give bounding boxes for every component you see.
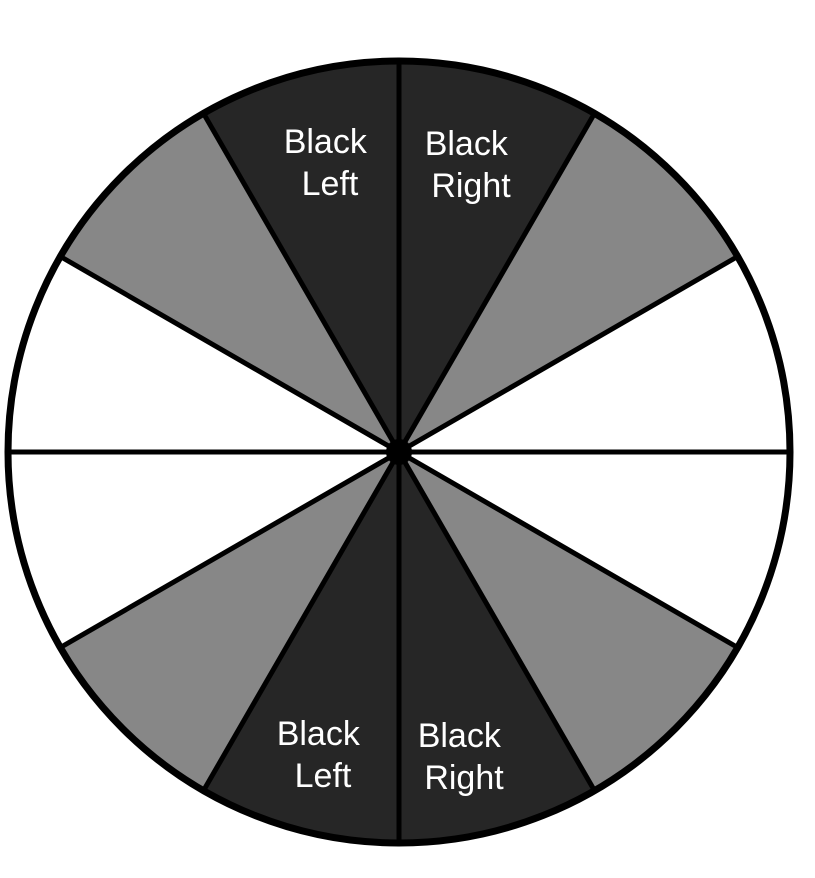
spoke-group bbox=[8, 61, 790, 843]
sector-bottom-right bbox=[399, 452, 595, 843]
spoke-line bbox=[396, 112, 597, 454]
spoke-line bbox=[59, 254, 401, 455]
bottom-right-label-line-1: Black bbox=[418, 717, 502, 755]
spoke-line bbox=[201, 450, 402, 792]
label-group: Black Left Black Right Black Left Black … bbox=[277, 123, 518, 797]
sector-top-right bbox=[399, 60, 595, 452]
bottom-right-label-line-2: Right bbox=[424, 759, 504, 797]
sector-left-upper-white bbox=[8, 256, 399, 452]
bottom-left-label-line-2: Left bbox=[295, 757, 352, 795]
sector-lower-right-gray bbox=[399, 452, 738, 791]
wheel-hub bbox=[386, 439, 412, 465]
sector-left-lower-white bbox=[8, 452, 399, 648]
spoke-line bbox=[396, 450, 597, 792]
top-right-label: Black Right bbox=[425, 125, 518, 205]
spoke-line bbox=[397, 449, 739, 650]
sector-upper-right-gray bbox=[399, 113, 738, 452]
bottom-right-label: Black Right bbox=[418, 717, 511, 797]
top-right-label-line-1: Black bbox=[425, 125, 509, 163]
top-left-label: Black Left bbox=[284, 123, 377, 203]
sector-upper-left-gray bbox=[60, 113, 399, 452]
spoke-line bbox=[397, 254, 739, 455]
top-left-label-line-1: Black bbox=[284, 123, 368, 161]
spoke-line bbox=[59, 449, 401, 650]
bottom-left-label: Black Left bbox=[277, 715, 370, 795]
sector-lower-left-gray bbox=[60, 452, 399, 791]
wheel-rim bbox=[4, 57, 794, 847]
top-right-label-line-2: Right bbox=[431, 167, 511, 205]
sector-right-lower-white bbox=[399, 452, 790, 648]
sector-bottom-left bbox=[203, 452, 399, 843]
sector-group bbox=[8, 60, 790, 843]
top-left-label-line-2: Left bbox=[302, 165, 359, 203]
sector-right-upper-white bbox=[399, 256, 790, 452]
sector-top-left bbox=[203, 60, 399, 452]
spoke-line bbox=[201, 112, 402, 454]
bottom-left-label-line-1: Black bbox=[277, 715, 361, 753]
